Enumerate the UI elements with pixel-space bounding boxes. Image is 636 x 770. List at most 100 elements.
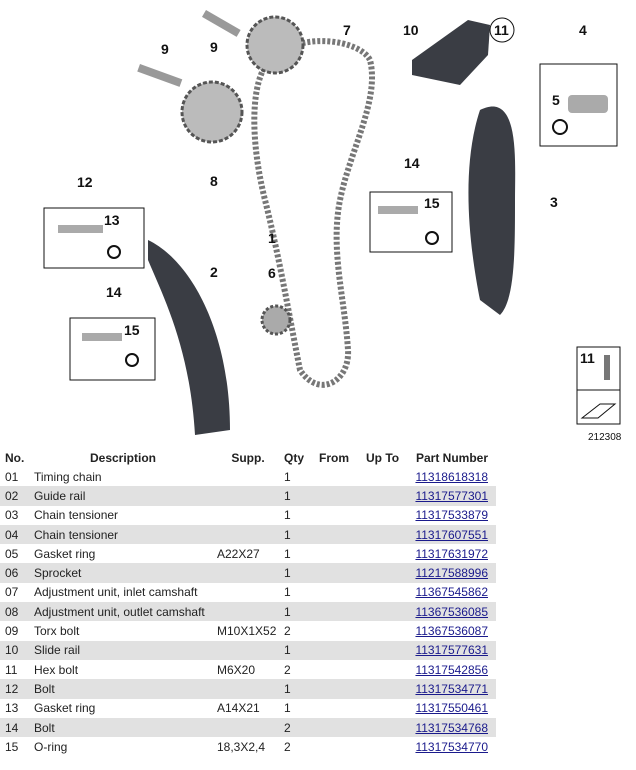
table-header: No. Description Supp. Qty From Up To Par… (0, 448, 496, 467)
callout: 13 (104, 212, 120, 228)
part-upto-cell (361, 544, 406, 563)
part-number-link[interactable]: 11317533879 (415, 508, 488, 523)
part-number-link[interactable]: 11317550461 (415, 701, 488, 716)
part-number-cell: 11217588996 (406, 563, 496, 583)
part-upto-cell (361, 506, 406, 525)
part-description-cell: Slide rail (29, 640, 212, 660)
part-supp-cell (212, 717, 279, 738)
tensioner-box (539, 63, 618, 147)
part-qty-cell: 1 (284, 508, 291, 523)
part-number-cell: 11317534771 (406, 679, 496, 699)
bolt-box-14-left (69, 317, 156, 381)
callout: 5 (552, 92, 560, 108)
part-number-cell: 11317550461 (406, 699, 496, 718)
part-upto-cell (361, 486, 406, 506)
part-from-cell (314, 621, 361, 640)
callout: 3 (550, 194, 558, 210)
col-supp: Supp. (212, 448, 279, 467)
part-number-link[interactable]: 11317542856 (415, 662, 488, 677)
part-no-cell: 02 (0, 486, 29, 506)
callout: 10 (403, 22, 419, 38)
part-description-cell: Chain tensioner (34, 508, 119, 523)
chain-tensioner-rail (468, 106, 516, 316)
part-number-link[interactable]: 11367545862 (415, 585, 488, 600)
part-number-link[interactable]: 11318618318 (415, 469, 488, 484)
part-supp-cell: 18,3X2,4 (217, 739, 266, 754)
callout: 11 (494, 22, 509, 38)
part-from-cell (314, 660, 361, 679)
part-qty-cell: 1 (279, 486, 314, 506)
part-description-cell: Adjustment unit, inlet camshaft (34, 585, 198, 600)
part-qty-cell: 1 (279, 640, 314, 660)
callout: 15 (424, 195, 440, 211)
part-number-cell: 11317577301 (406, 486, 496, 506)
part-supp-cell (212, 583, 279, 602)
part-no-cell: 11 (5, 662, 18, 677)
callout: 9 (210, 39, 218, 55)
part-number-cell: 11367536085 (406, 602, 496, 622)
part-number-link[interactable]: 11317577631 (415, 643, 488, 658)
part-qty-cell: 2 (284, 662, 291, 677)
bolt-box-14-right (369, 191, 453, 253)
part-description-cell: Torx bolt (34, 624, 80, 639)
part-number-link[interactable]: 11367536087 (415, 624, 488, 639)
part-number-link[interactable]: 11317607551 (415, 527, 488, 542)
col-part-number: Part Number (406, 448, 496, 467)
part-supp-cell: A14X21 (217, 701, 260, 716)
part-description-cell: Sprocket (29, 563, 212, 583)
part-number-link[interactable]: 11317534770 (415, 739, 488, 754)
callout: 6 (268, 265, 276, 281)
part-description-cell: Bolt (29, 679, 212, 699)
part-description-cell: Timing chain (34, 469, 102, 484)
bolt-icon (82, 333, 122, 341)
part-upto-cell (361, 563, 406, 583)
part-supp-cell (212, 602, 279, 622)
part-number-link[interactable]: 11317631972 (415, 546, 488, 561)
callout: 9 (161, 41, 169, 57)
part-from-cell (314, 737, 361, 756)
part-description-cell: Hex bolt (34, 662, 79, 677)
part-number-cell: 11317631972 (406, 544, 496, 563)
part-supp-cell: A22X27 (217, 546, 260, 561)
torx-bolt (137, 64, 183, 87)
part-from-cell (314, 699, 361, 718)
part-from-cell (314, 524, 361, 545)
part-supp-cell: M6X20 (217, 662, 256, 677)
part-qty-cell: 1 (279, 563, 314, 583)
part-supp-cell: M10X1X52 (217, 624, 277, 639)
part-description-cell: Gasket ring (34, 546, 96, 561)
hex-bolt-icon (604, 355, 610, 380)
part-number-link[interactable]: 11317534768 (415, 720, 488, 735)
part-no-cell: 05 (5, 546, 19, 561)
part-description-cell: Guide rail (29, 486, 212, 506)
parts-table: No. Description Supp. Qty From Up To Par… (0, 448, 496, 756)
part-no-cell: 09 (5, 624, 19, 639)
part-no-cell: 12 (0, 679, 29, 699)
part-number-link[interactable]: 11367536085 (415, 604, 488, 619)
part-no-cell: 14 (0, 717, 29, 738)
part-number-link[interactable]: 11217588996 (415, 566, 488, 581)
part-number-cell: 11317542856 (406, 660, 496, 679)
part-upto-cell (361, 699, 406, 718)
part-number-link[interactable]: 11317534771 (415, 681, 488, 696)
part-supp-cell (212, 563, 279, 583)
part-qty-cell: 1 (284, 585, 291, 600)
part-number-link[interactable]: 11317577301 (415, 488, 488, 503)
bolt-icon (378, 206, 418, 214)
col-description: Description (29, 448, 212, 467)
part-qty-cell: 1 (279, 679, 314, 699)
part-upto-cell (361, 737, 406, 756)
bolt-box-12 (43, 207, 145, 269)
part-qty-cell: 1 (284, 469, 291, 484)
part-qty-cell: 1 (284, 701, 291, 716)
part-supp-cell (212, 486, 279, 506)
